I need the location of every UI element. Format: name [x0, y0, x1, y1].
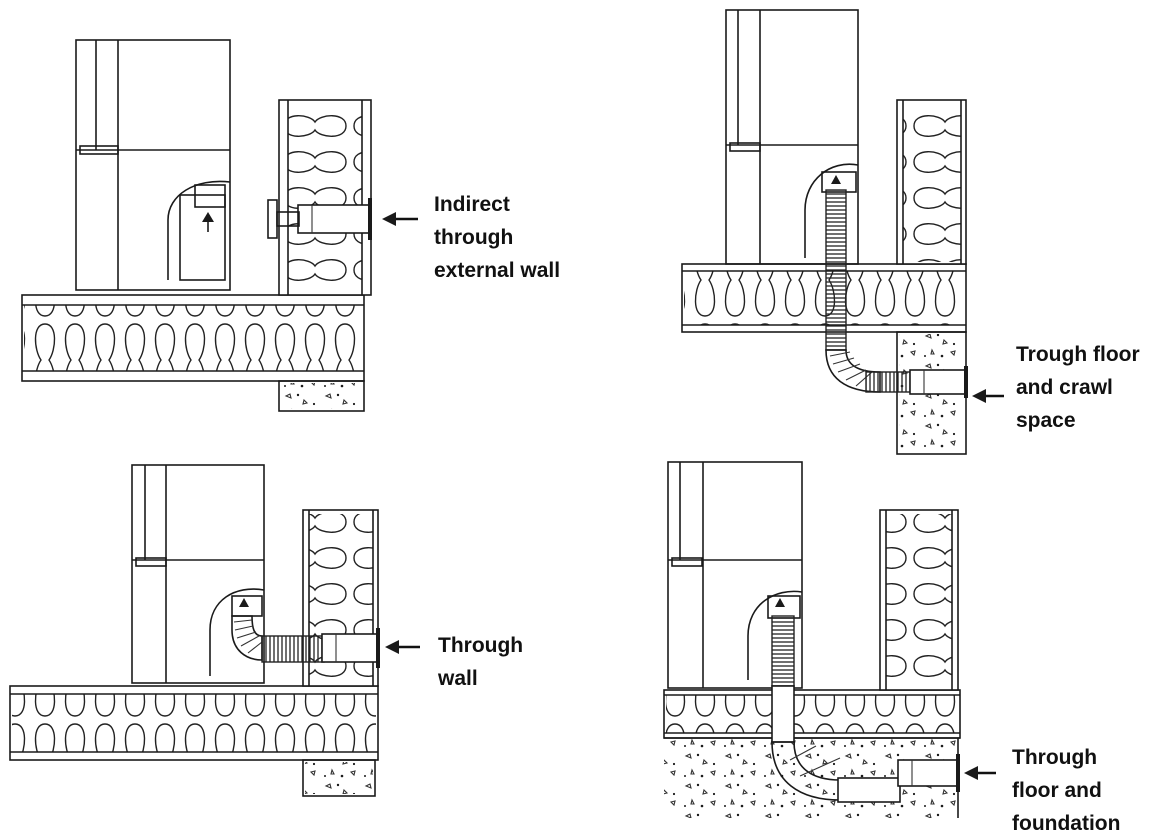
label-indirect-external-wall: Indirect through external wall: [434, 188, 560, 287]
label-line: Indirect: [434, 193, 510, 216]
arrow-up-icon: [831, 175, 841, 184]
label-line: wall: [438, 667, 478, 690]
concrete-foundation: [302, 759, 376, 797]
dehumidifier-unit: [725, 9, 859, 265]
label-line: Through: [438, 634, 524, 657]
dehumidifier-unit: [131, 464, 265, 684]
arrow-left-icon: [385, 640, 420, 654]
rigid-vent-pipe: [267, 198, 372, 240]
arrow-up-icon: [202, 212, 214, 222]
dehumidifier-unit: [75, 39, 231, 291]
concrete-foundation: [278, 380, 365, 412]
label-line: through: [434, 226, 514, 249]
label-line: floor and: [1012, 779, 1102, 802]
label-floor-foundation: Through floor and foundation: [1012, 741, 1120, 840]
arrow-up-icon: [239, 598, 249, 607]
arrow-left-icon: [964, 766, 996, 780]
flexible-duct: [771, 615, 901, 803]
flexible-duct: [231, 615, 325, 663]
label-line: Trough floor: [1016, 343, 1140, 366]
flexible-duct: [825, 189, 913, 393]
floor-insulation: [21, 294, 365, 382]
floor-insulation: [9, 685, 379, 761]
label-floor-crawl-space: Trough floor and crawl space: [1016, 338, 1140, 437]
label-line: external wall: [434, 259, 561, 282]
label-line: and crawl: [1016, 376, 1113, 399]
rigid-vent-pipe: [909, 366, 968, 398]
panel-floor-foundation: [663, 461, 961, 818]
panel-through-wall: [9, 464, 380, 797]
rigid-vent-pipe: [897, 754, 960, 792]
rigid-vent-pipe: [321, 628, 380, 668]
label-line: foundation: [1012, 812, 1121, 835]
arrow-up-icon: [775, 598, 785, 607]
panel-floor-crawl-space: [681, 9, 968, 455]
arrow-left-icon: [382, 212, 418, 226]
label-line: Through: [1012, 746, 1098, 769]
arrow-left-icon: [972, 389, 1004, 403]
label-through-wall: Through wall: [438, 629, 523, 695]
panel-indirect-external-wall: [21, 39, 372, 412]
label-line: space: [1016, 409, 1076, 432]
dehumidifier-unit: [667, 461, 803, 689]
